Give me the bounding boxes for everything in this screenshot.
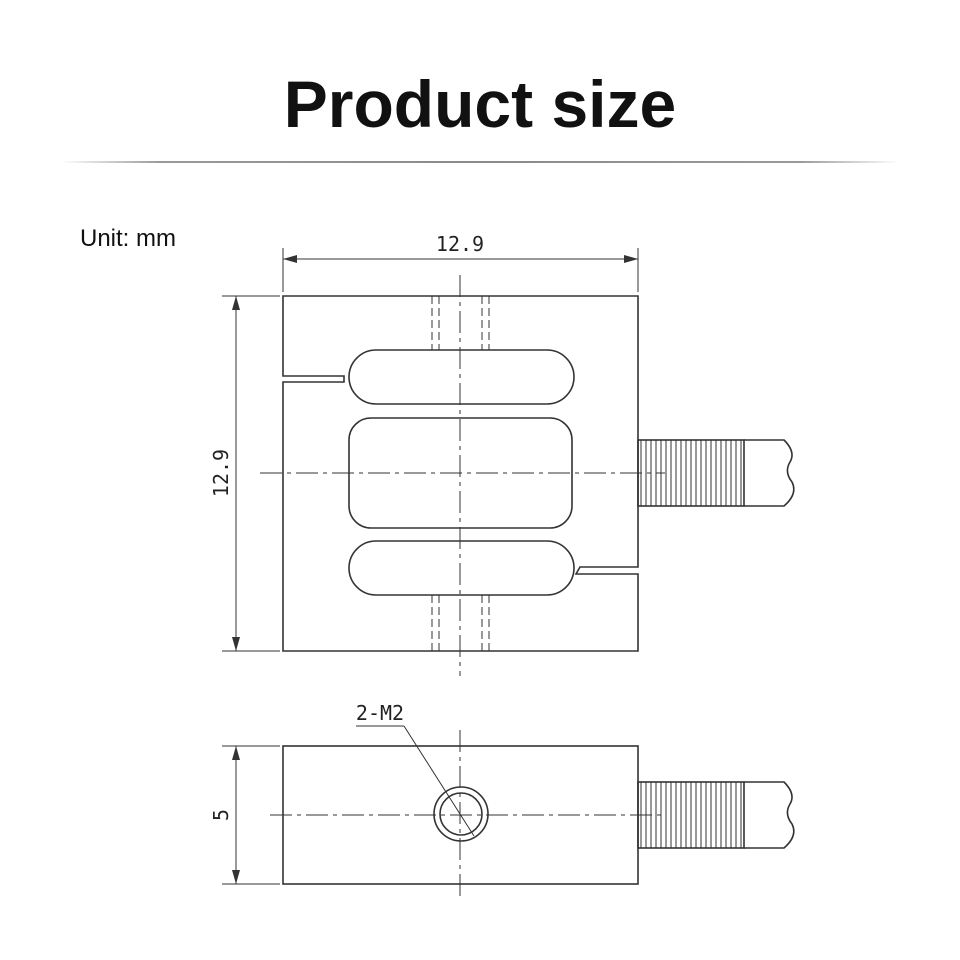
thickness-dimension xyxy=(222,745,280,885)
front-view: 12.9 12.9 xyxy=(209,232,795,676)
side-cable-gland xyxy=(637,781,795,849)
title-divider xyxy=(60,161,900,163)
height-dimension xyxy=(222,295,280,652)
side-cable xyxy=(744,781,795,849)
thickness-dimension-label: 5 xyxy=(209,809,233,821)
lower-slot xyxy=(348,540,575,596)
threaded-hole-inner xyxy=(439,792,483,836)
front-cable-gland xyxy=(637,439,795,507)
width-dimension xyxy=(282,248,639,292)
side-view: 5 xyxy=(209,725,795,900)
width-dimension-label: 12.9 xyxy=(436,232,484,256)
hole-callout-label: 2-M2 xyxy=(356,701,404,725)
page-title: Product size xyxy=(283,67,677,141)
front-cable xyxy=(744,439,795,507)
height-dimension-label: 12.9 xyxy=(209,449,233,497)
bottom-hidden-holes xyxy=(431,595,490,651)
upper-slot xyxy=(348,349,575,405)
side-centerlines xyxy=(270,730,665,900)
threaded-hole-outer xyxy=(433,786,489,842)
top-hidden-holes xyxy=(431,296,490,350)
front-body-outline xyxy=(282,295,639,652)
front-centerlines xyxy=(260,275,665,676)
hole-callout-leader xyxy=(356,725,475,837)
unit-label: Unit: mm xyxy=(80,225,176,252)
